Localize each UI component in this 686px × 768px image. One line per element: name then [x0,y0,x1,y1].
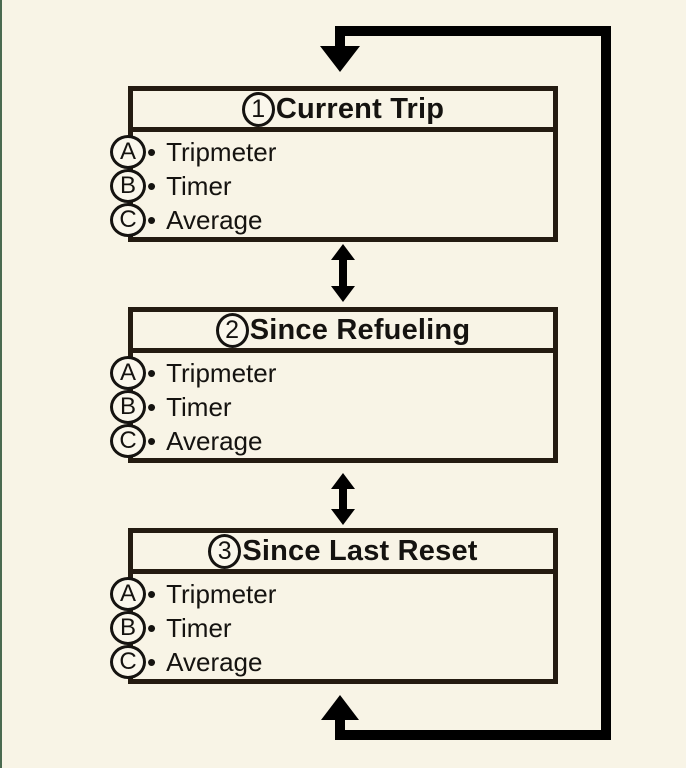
item-label: Tripmeter [166,578,277,609]
list-item-timer: B • Timer [110,169,553,203]
item-label: Tripmeter [166,136,277,167]
mode-number-badge: 2 [215,312,249,348]
bullet-icon: • [147,613,157,643]
key-badge-b: B [110,611,146,645]
key-badge-c: C [110,645,146,679]
mode-number-badge: 1 [241,91,275,127]
key-badge-b: B [110,169,146,203]
page-left-edge [0,0,2,768]
bullet-icon: • [147,579,157,609]
list-item-tripmeter: A • Tripmeter [110,356,553,390]
mode-box-current-trip: 1 Current Trip A • Tripmeter B • Timer C… [110,86,558,242]
key-badge-c: C [110,203,146,237]
item-label: Tripmeter [166,357,277,388]
key-badge-a: A [110,135,146,169]
item-label: Timer [166,391,232,422]
loop-up-arrowhead-icon [321,695,359,720]
list-item-average: C • Average [110,203,553,237]
item-label: Timer [166,612,232,643]
box-items: A • Tripmeter B • Timer C • Average [110,132,553,237]
loop-down-arrowhead-icon [320,46,360,72]
key-badge-a: A [110,356,146,390]
key-badge-a: A [110,577,146,611]
box-header: 2 Since Refueling [133,312,553,353]
box-header: 1 Current Trip [133,91,553,132]
mode-box-since-refueling: 2 Since Refueling A • Tripmeter B • Time… [110,307,558,463]
bullet-icon: • [147,171,157,201]
box-title: Current Trip [275,92,445,125]
mode-box-since-last-reset: 3 Since Last Reset A • Tripmeter B • Tim… [110,528,558,684]
item-label: Average [166,646,263,677]
list-item-timer: B • Timer [110,611,553,645]
bidirectional-arrow-2-3-icon [331,473,355,525]
key-badge-b: B [110,390,146,424]
item-label: Average [166,425,263,456]
bidirectional-arrow-1-2-icon [331,244,355,302]
bullet-icon: • [147,392,157,422]
bullet-icon: • [147,205,157,235]
box-header: 3 Since Last Reset [133,533,553,574]
mode-number-badge: 3 [208,533,242,569]
box-items: A • Tripmeter B • Timer C • Average [110,574,553,679]
box-title: Since Refueling [249,313,471,346]
item-label: Timer [166,170,232,201]
list-item-average: C • Average [110,645,553,679]
list-item-tripmeter: A • Tripmeter [110,135,553,169]
list-item-timer: B • Timer [110,390,553,424]
box-title: Since Last Reset [242,534,478,567]
list-item-average: C • Average [110,424,553,458]
bullet-icon: • [147,426,157,456]
bullet-icon: • [147,358,157,388]
list-item-tripmeter: A • Tripmeter [110,577,553,611]
item-label: Average [166,204,263,235]
bullet-icon: • [147,137,157,167]
bullet-icon: • [147,647,157,677]
key-badge-c: C [110,424,146,458]
box-items: A • Tripmeter B • Timer C • Average [110,353,553,458]
